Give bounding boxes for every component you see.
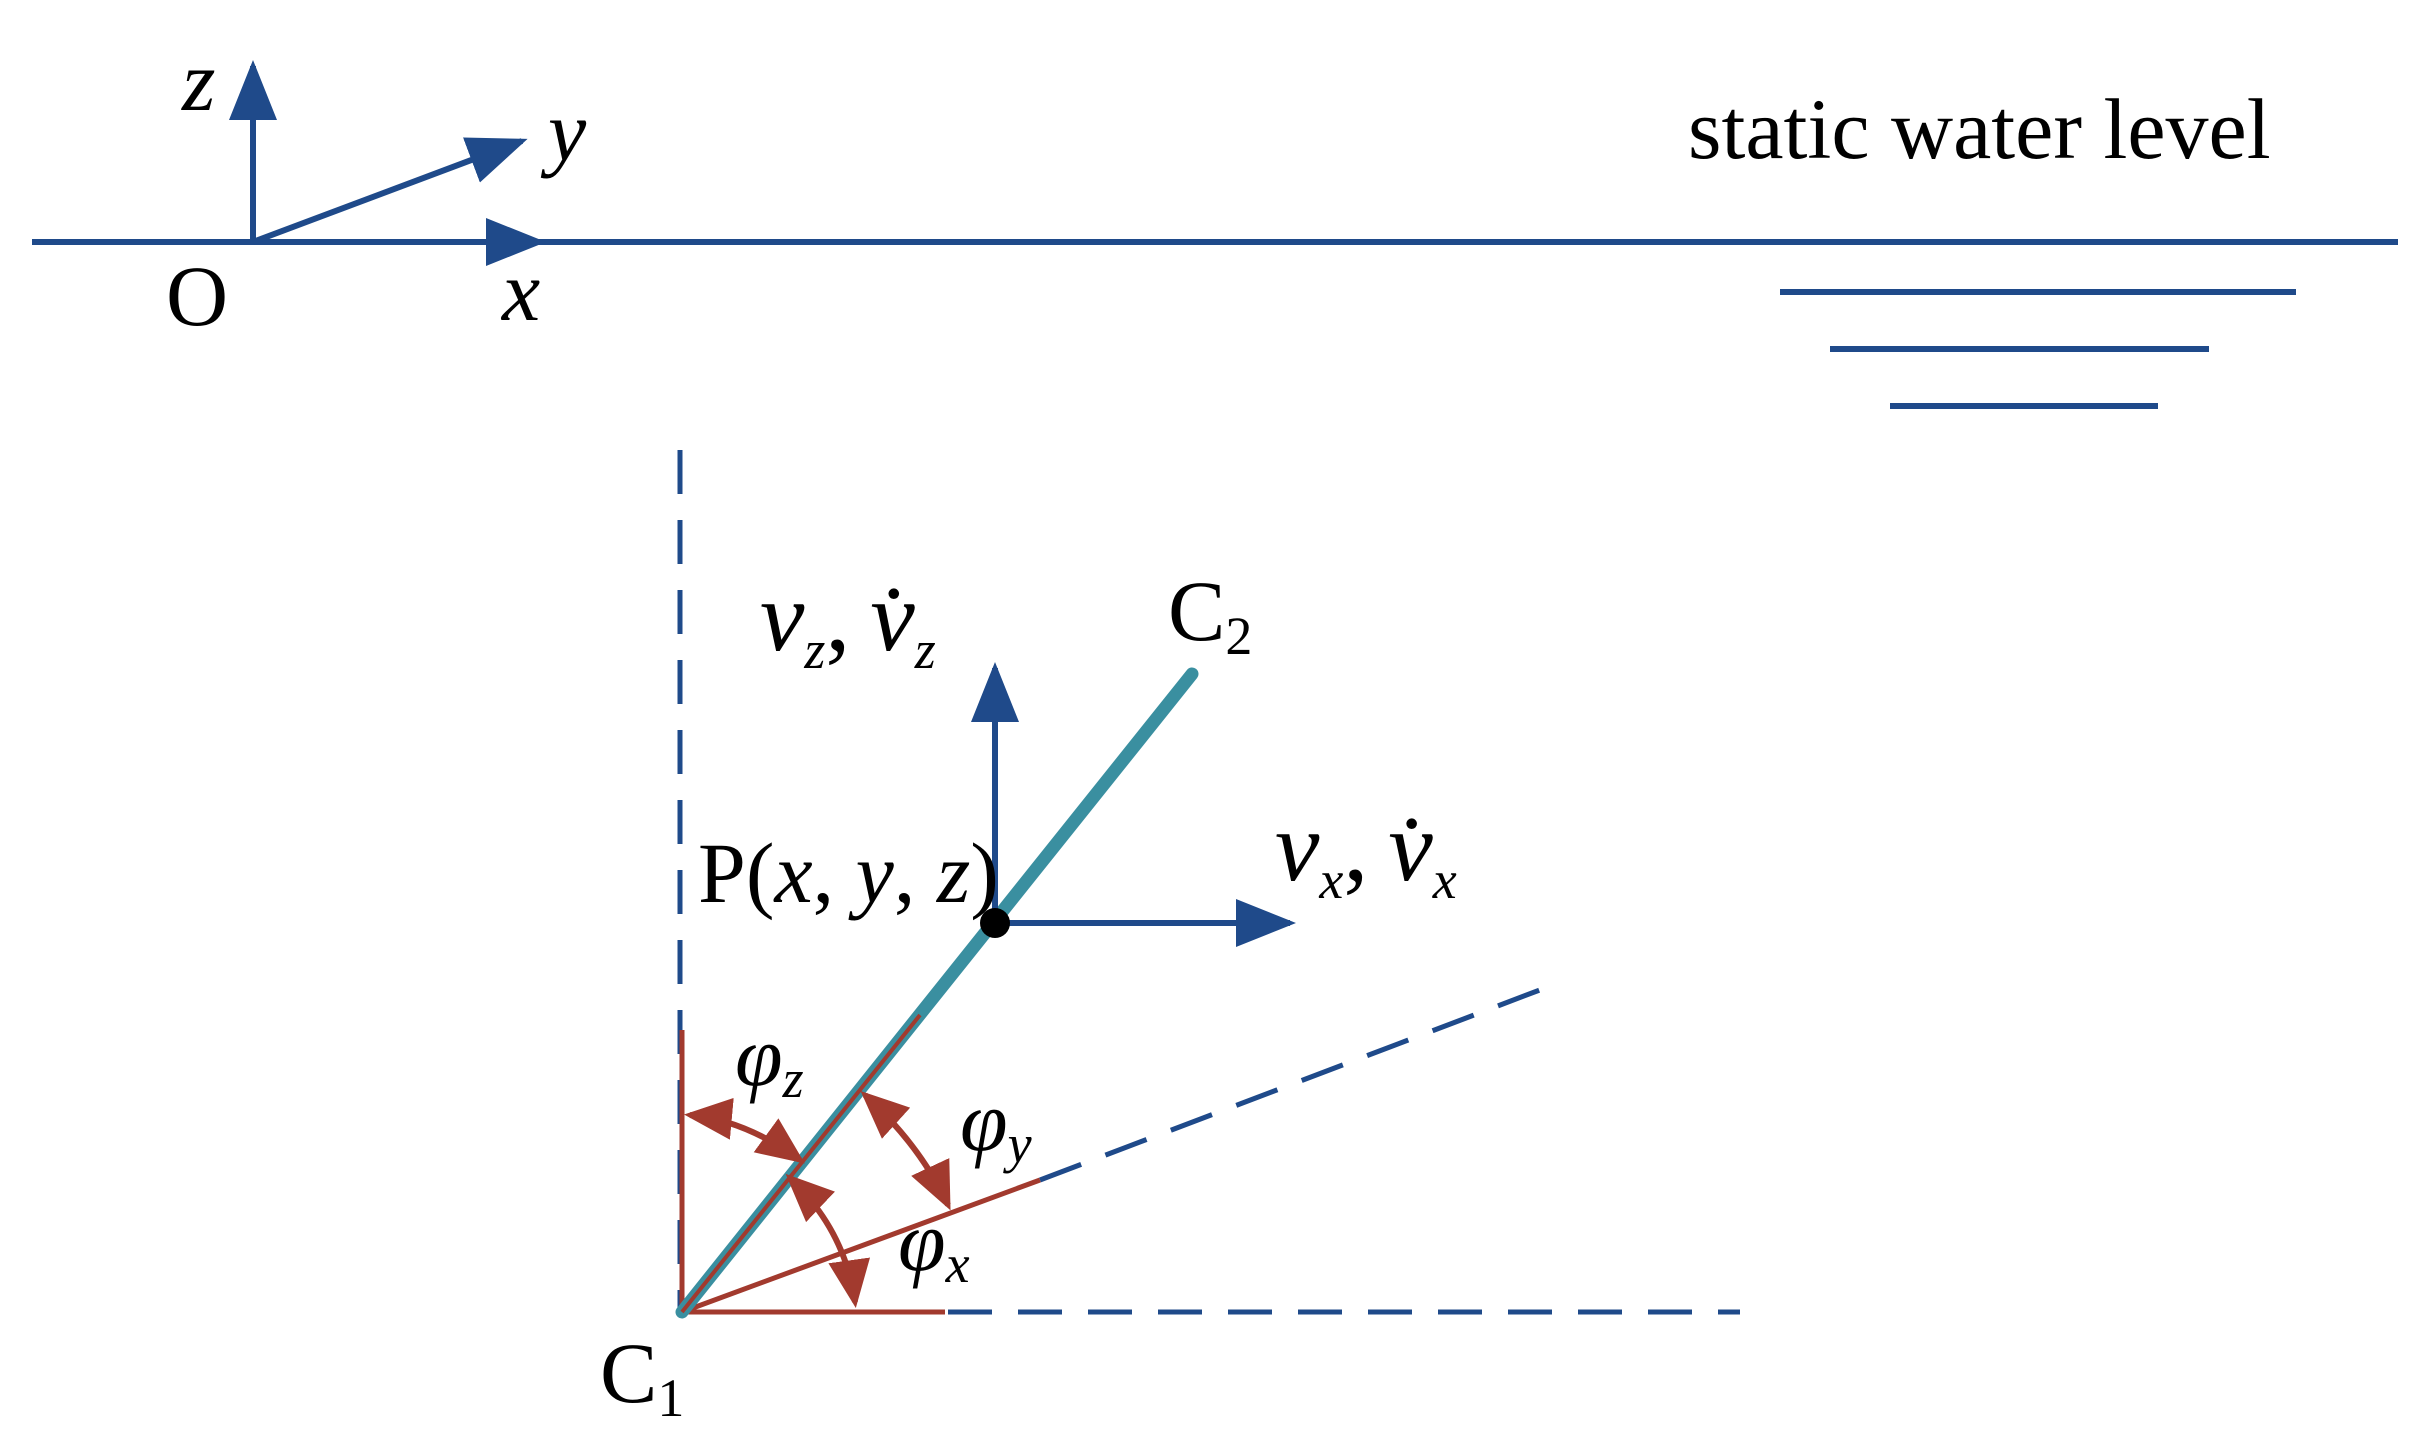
- p-suffix: ): [970, 825, 999, 921]
- phi-x-arc: [785, 1173, 871, 1308]
- phi-z-symbol: φ: [735, 1008, 783, 1104]
- phi-z-arc: [684, 1097, 805, 1164]
- vx-dot-subscript: x: [1432, 850, 1457, 910]
- vx-label: vx,v̇x: [1275, 791, 1457, 910]
- phi-y-arc: [860, 1090, 951, 1211]
- p-z: z: [936, 825, 970, 921]
- phi-y-label: φy: [960, 1073, 1032, 1174]
- p-y: y: [848, 825, 895, 921]
- p-x: x: [772, 825, 812, 921]
- vz-subscript: z: [803, 620, 825, 680]
- c1-letter: C: [600, 1325, 657, 1421]
- c2-letter: C: [1168, 563, 1225, 659]
- vz-letter: v: [760, 561, 805, 672]
- vx-letter: v: [1275, 791, 1320, 902]
- vz-dot-subscript: z: [914, 620, 936, 680]
- static-water-level-label: static water level: [1688, 81, 2271, 177]
- c1-subscript: 1: [657, 1368, 684, 1428]
- inclined-reference-dashed: [1039, 985, 1546, 1183]
- phi-y-subscript: y: [1003, 1114, 1032, 1174]
- vx-dot-letter: v̇: [1388, 791, 1433, 902]
- phi-x-label: φx: [898, 1193, 970, 1294]
- c2-label: C2: [1168, 563, 1252, 666]
- vz-comma: ,: [825, 561, 850, 672]
- p-sep-1: ,: [813, 825, 856, 921]
- vx-comma: ,: [1343, 791, 1368, 902]
- phi-z-label: φz: [735, 1008, 804, 1109]
- origin-label: O: [166, 248, 228, 344]
- vx-subscript: x: [1318, 850, 1343, 910]
- vz-label: vz,v̇z: [760, 561, 936, 680]
- point-p-marker: [980, 908, 1010, 938]
- phi-x-subscript: x: [945, 1234, 970, 1294]
- z-axis-label: z: [181, 33, 215, 129]
- x-axis-label: x: [500, 243, 540, 339]
- point-p-label: P(x, y, z): [698, 825, 999, 921]
- water-level-symbol: [1780, 289, 2296, 409]
- phi-z-subscript: z: [782, 1049, 804, 1109]
- y-axis-label: y: [540, 83, 587, 179]
- c1-label: C1: [600, 1325, 684, 1428]
- phi-x-symbol: φ: [898, 1193, 946, 1289]
- p-prefix: P(: [698, 825, 774, 921]
- vz-dot-letter: v̇: [870, 561, 915, 672]
- phi-y-symbol: φ: [960, 1073, 1008, 1169]
- p-sep-2: ,: [894, 825, 937, 921]
- c2-subscript: 2: [1225, 606, 1252, 666]
- y-axis-arrow: [251, 137, 528, 245]
